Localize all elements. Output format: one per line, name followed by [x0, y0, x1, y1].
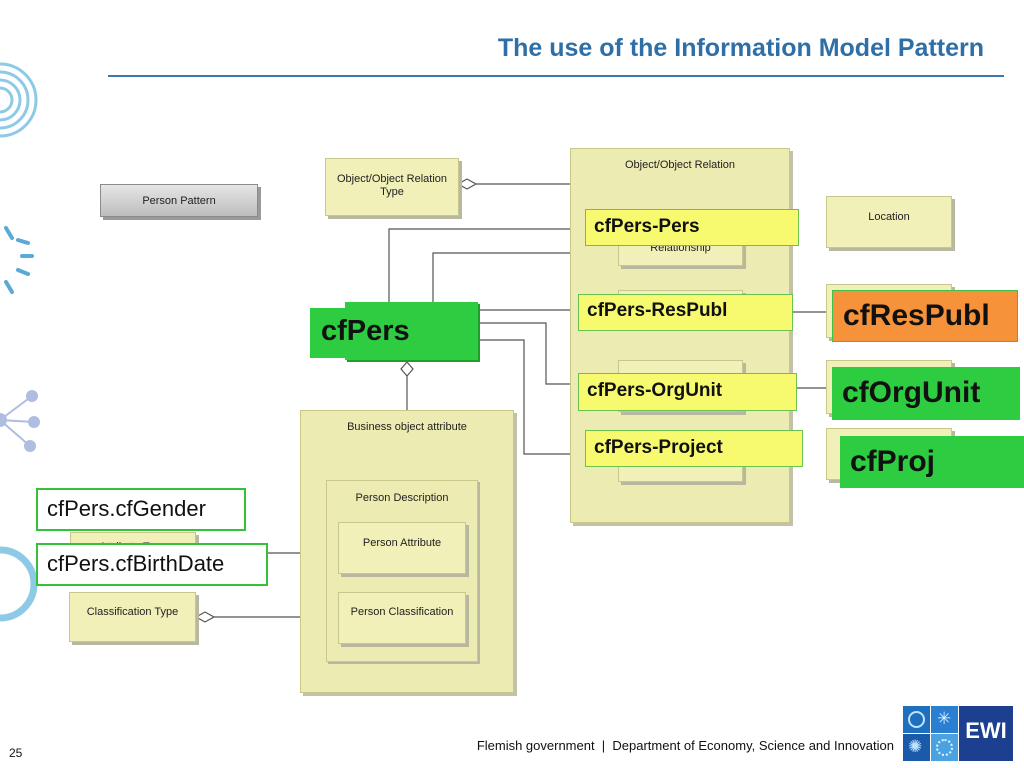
cfproj-label: cfProj [840, 436, 1024, 488]
logo-ewi-text: EWI [959, 706, 1013, 761]
cfpers-label: cfPers [310, 308, 466, 358]
spiral-icon [0, 62, 38, 138]
person-attribute-label: Person Attribute [362, 537, 442, 549]
classification-type-label: Classification Type [86, 606, 179, 618]
slide-title: The use of the Information Model Pattern [497, 34, 984, 62]
person-classification-label: Person Classification [350, 606, 454, 618]
aggregation-diamond [400, 361, 414, 377]
cfpers-pers-label: cfPers-Pers [585, 209, 799, 246]
location-box: Location [826, 196, 952, 248]
business-object-attribute-label: Business object attribute [347, 421, 467, 433]
ewi-logo: ✳ ✺ EWI [903, 706, 1013, 762]
classification-type-box: Classification Type [69, 592, 196, 642]
person-pattern-box: Person Pattern [100, 184, 258, 217]
person-pattern-label: Person Pattern [142, 195, 216, 207]
logo-spiral-tile [931, 734, 958, 761]
cfbirthdate-label: cfPers.cfBirthDate [36, 543, 268, 586]
aggregation-diamond [456, 178, 478, 190]
cfgender-label: cfPers.cfGender [36, 488, 246, 531]
cfpers-orgunit-label: cfPers-OrgUnit [578, 373, 797, 411]
oo-relation-type-box: Object/Object Relation Type [325, 158, 459, 216]
oo-relation-label: Object/Object Relation [624, 159, 736, 171]
footer-text: Flemish government | Department of Econo… [476, 738, 894, 753]
page-number: 25 [9, 746, 23, 760]
sunburst-icon [4, 226, 34, 294]
cfpers-respubl-label: cfPers-ResPubl [578, 294, 793, 331]
title-underline [108, 75, 1004, 77]
connectors [214, 183, 832, 618]
logo-burst-tile: ✺ [903, 734, 930, 761]
ring-icon [0, 546, 38, 622]
cfrespubl-label: cfResPubl [832, 290, 1018, 342]
person-attribute-box: Person Attribute [338, 522, 466, 574]
location-label: Location [868, 211, 910, 223]
oo-relation-type-label: Object/Object Relation Type [336, 173, 448, 198]
logo-circle-tile [903, 706, 930, 733]
cforgunit-label: cfOrgUnit [832, 367, 1020, 420]
cfpers-project-label: cfPers-Project [585, 430, 803, 467]
network-icon [0, 390, 40, 452]
person-description-label: Person Description [355, 492, 449, 504]
aggregation-diamond [194, 611, 216, 623]
person-classification-box: Person Classification [338, 592, 466, 644]
logo-snowflake-tile: ✳ [931, 706, 958, 733]
